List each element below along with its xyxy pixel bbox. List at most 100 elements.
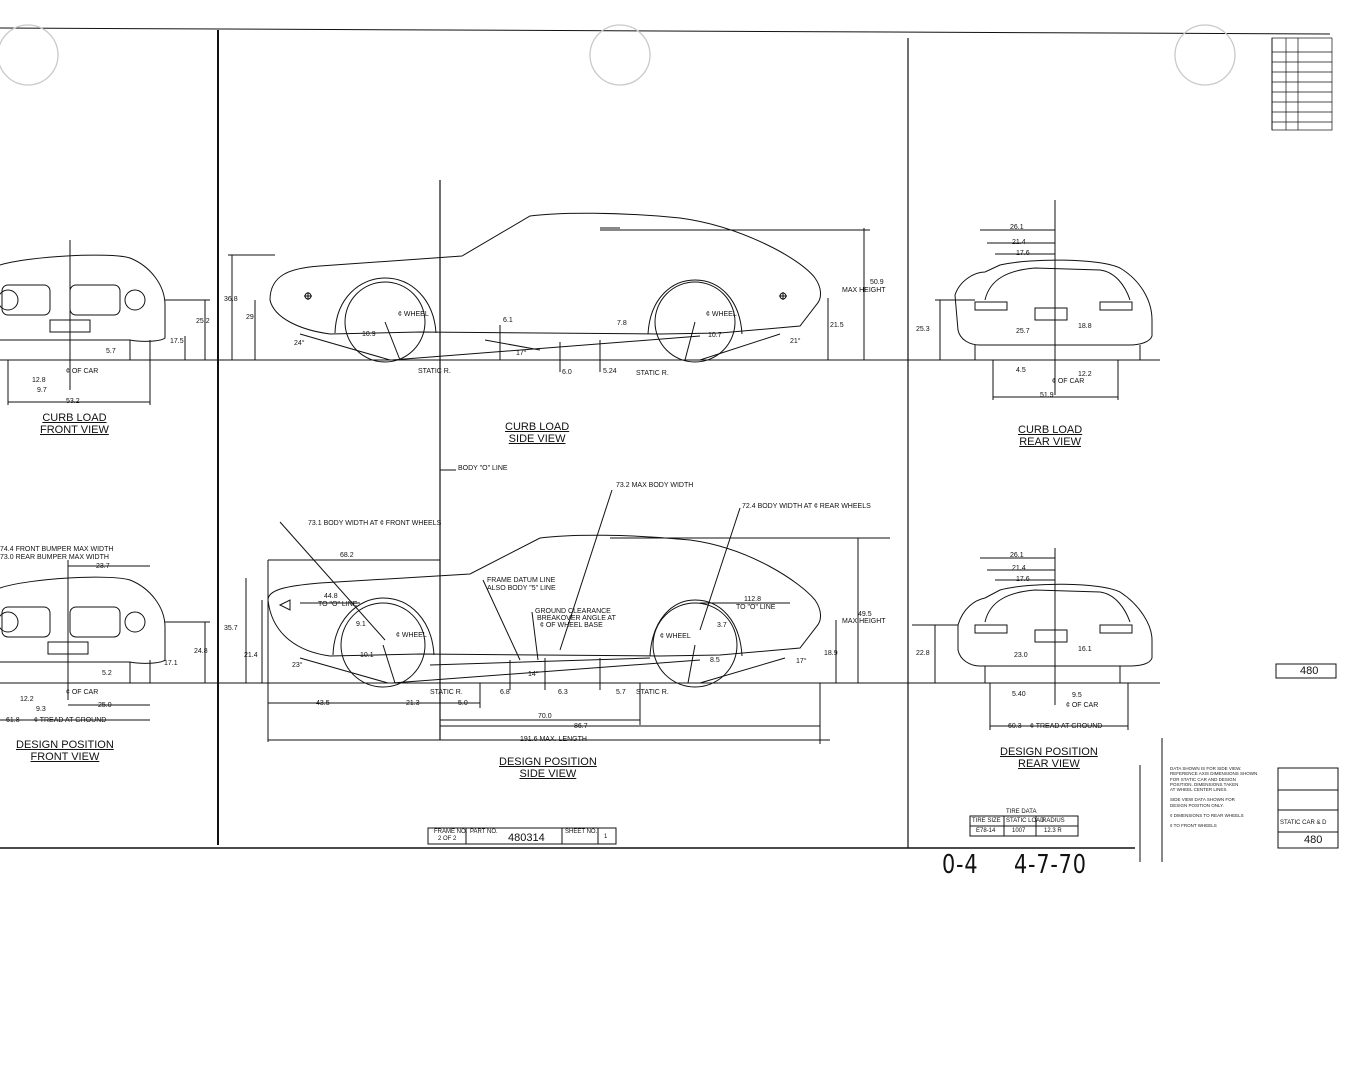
tire-size-label: TIRE SIZE — [972, 818, 1001, 824]
sheet-number-label: SHEET NO. — [565, 829, 598, 835]
ground-lines — [0, 359, 1160, 684]
callout-body-o-line: BODY "O" LINE — [458, 465, 508, 472]
part-number: 480314 — [508, 832, 545, 844]
dim-label: ¢ OF CAR — [66, 368, 99, 375]
dim-label: 5.7 — [106, 348, 116, 355]
handwritten-code: 0-4 — [942, 850, 979, 880]
dim-label: 12.2 — [20, 696, 34, 703]
dim-label: 6.8 — [500, 689, 510, 696]
dim-label: 5.2 — [102, 670, 112, 677]
curb-rear-car — [935, 200, 1153, 400]
dim-label: 25.2 — [196, 318, 210, 325]
callout-max-body-width: 73.2 MAX BODY WIDTH — [616, 482, 694, 489]
dim-label: 112.8 — [744, 596, 761, 603]
dim-label: 7.8 — [617, 320, 627, 327]
dim-label: 36.8 — [224, 296, 238, 303]
dim-label: 49.5 — [858, 611, 872, 618]
radius-label: RADIUS — [1042, 818, 1065, 824]
dim-label: ¢ TREAD AT GROUND — [1030, 723, 1103, 730]
dim-label: 191.6 MAX. LENGTH — [520, 736, 587, 743]
dim-label: 17° — [796, 658, 807, 665]
dim-label: 18.9 — [824, 650, 838, 657]
note-line: FOR STATIC CAR AND DESIGN — [1170, 776, 1236, 782]
revision-block — [1271, 37, 1333, 131]
design-side-title-line1: DESIGN POSITION — [499, 756, 597, 768]
callout-frame-datum: FRAME DATUM LINE — [487, 577, 556, 584]
design-side-car — [245, 489, 890, 744]
dim-label: 26.1 — [1010, 224, 1024, 231]
part-number-label: PART NO. — [470, 829, 498, 835]
dim-label: 5.40 — [1012, 691, 1026, 698]
dim-label: ¢ OF CAR — [1066, 702, 1099, 709]
dim-label: 18.8 — [1078, 323, 1092, 330]
dim-label: 5.7 — [616, 689, 626, 696]
dim-label: 23.0 — [1014, 652, 1028, 659]
dim-label: 25.7 — [1016, 328, 1030, 335]
curb-rear-title-line2: REAR VIEW — [1019, 435, 1081, 448]
dim-label: 6.3 — [558, 689, 568, 696]
body-o-line — [439, 180, 456, 740]
design-rear-title: DESIGN POSITION REAR VIEW — [1000, 746, 1098, 770]
dim-label: ¢ WHEEL — [706, 311, 737, 318]
dim-label: 21.4 — [1012, 239, 1026, 246]
design-side-title: DESIGN POSITION SIDE VIEW — [499, 756, 597, 780]
dim-label: 50.9 — [870, 279, 884, 286]
dim-label: 5.0 — [458, 700, 468, 707]
dim-label: 61.8 — [6, 717, 20, 724]
dim-label: 9.3 — [36, 706, 46, 713]
note-line: POSITION. DIMENSIONS TAKEN — [1170, 781, 1239, 787]
dim-label: MAX HEIGHT — [842, 287, 886, 294]
dim-label: 17.1 — [164, 660, 178, 667]
callout-ground-clearance: GROUND CLEARANCE — [535, 608, 611, 615]
dim-label: 23° — [292, 662, 303, 669]
dim-label: STATIC R. — [430, 689, 463, 696]
dim-label: 25.3 — [916, 326, 930, 333]
tire-size: E78-14 — [976, 828, 996, 834]
dim-label: STATIC R. — [418, 368, 451, 375]
curb-front-title: CURB LOAD FRONT VIEW — [40, 412, 109, 436]
note-line: DESIGN POSITION ONLY. — [1170, 802, 1224, 808]
side-reference-number: 480 — [1300, 665, 1319, 677]
dim-label: 6.1 — [503, 317, 513, 324]
sheet-number: 1 — [604, 834, 608, 840]
callout-rear-body-width: 72.4 BODY WIDTH AT ¢ REAR WHEELS — [742, 503, 871, 510]
static-load: 1007 — [1012, 828, 1026, 834]
dim-label: ¢ OF CAR — [66, 689, 99, 696]
sheet-frame — [0, 27, 1331, 862]
dim-label: 17.6 — [1016, 250, 1030, 257]
dim-label: 35.7 — [224, 625, 238, 632]
curb-front-car — [0, 240, 210, 405]
dim-label: STATIC R. — [636, 689, 669, 696]
dim-label: 44.8 — [324, 593, 338, 600]
callout-ground-clearance-2: BREAKOVER ANGLE AT — [537, 615, 616, 622]
dim-label: 51.9 — [1040, 392, 1054, 399]
dim-label: 12.2 — [1078, 371, 1092, 378]
dim-label: 17.5 — [170, 338, 184, 345]
design-rear-car — [912, 548, 1153, 730]
dim-label: 24.8 — [194, 648, 208, 655]
design-front-car — [0, 560, 210, 721]
curb-side-car — [228, 212, 870, 372]
dim-label: 60.3 — [1008, 723, 1022, 730]
dim-label: 17.6 — [1016, 576, 1030, 583]
callout-front-body-width: 73.1 BODY WIDTH AT ¢ FRONT WHEELS — [308, 520, 442, 527]
curb-rear-title: CURB LOAD REAR VIEW — [1018, 424, 1083, 448]
dim-label: 6.0 — [562, 369, 572, 376]
note-line: DATA SHOWN IS FOR SIDE VIEW. — [1170, 766, 1242, 771]
block-title: STATIC CAR & D — [1280, 820, 1327, 826]
dim-label: 9.1 — [356, 621, 366, 628]
dim-label: TO "O" LINE — [736, 604, 776, 611]
curb-rear-title-line1: CURB LOAD — [1018, 424, 1083, 436]
drawing-notes: DATA SHOWN IS FOR SIDE VIEW. REFERENCE A… — [1170, 766, 1270, 829]
dim-label: 21.5 — [830, 322, 844, 329]
dim-label: ¢ WHEEL — [398, 311, 429, 318]
dim-label: 4.5 — [1016, 367, 1026, 374]
block-number: 480 — [1304, 834, 1323, 846]
title-block-frame — [427, 663, 1339, 849]
dim-label: 24° — [294, 340, 305, 347]
note-line: REFERENCE AXIS DIMENSIONS SHOWN — [1170, 771, 1258, 777]
design-front-title: DESIGN POSITION FRONT VIEW — [16, 739, 114, 763]
design-front-title-line2: FRONT VIEW — [30, 750, 100, 763]
dim-label: 3.7 — [717, 622, 727, 629]
